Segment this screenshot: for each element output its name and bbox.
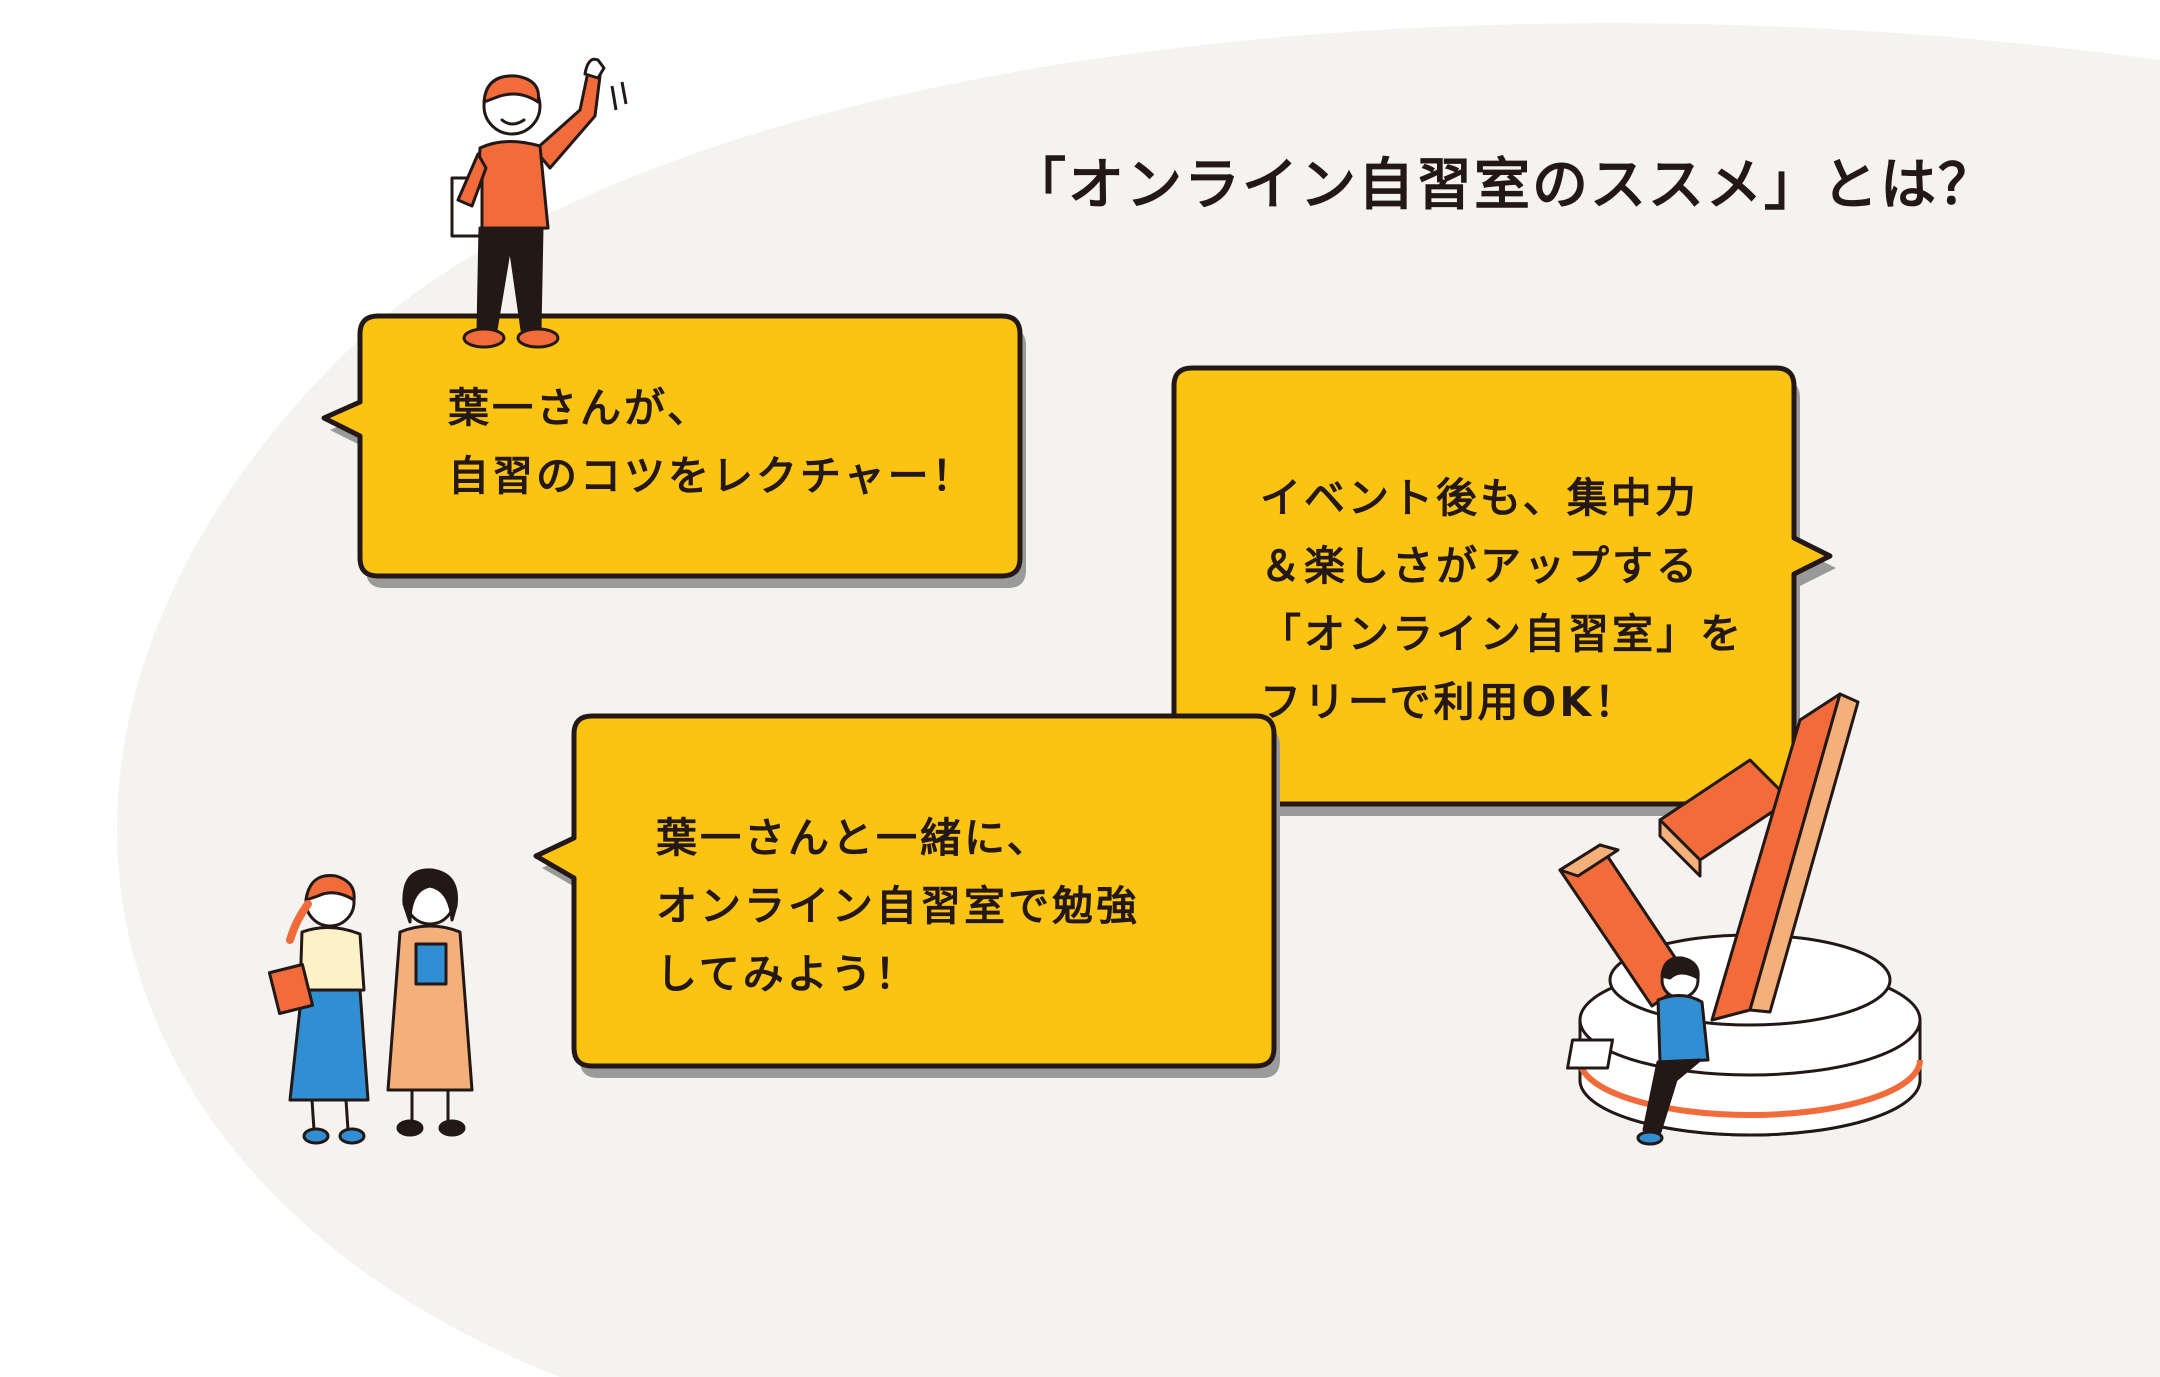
bubble-after-event-line2: ＆楽しさがアップする <box>1260 542 1700 590</box>
speech-bubble-lecture: 葉一さんが、 自習のコツをレクチャー！ <box>320 312 1030 588</box>
speech-bubble-shape <box>1171 365 1836 816</box>
speech-bubble-shape <box>321 313 1026 588</box>
two-students-illustration <box>267 868 474 1145</box>
bubble-together-line2: オンライン自習室で勉強 <box>656 882 1140 930</box>
speech-bubble-after-event: イベント後も、集中力 ＆楽しさがアップする 「オンライン自習室」を フリーで利用… <box>1160 364 1840 824</box>
checkmark-sculpture-illustration <box>1558 692 1923 1146</box>
bubble-after-event-line3: 「オンライン自習室」を <box>1260 610 1744 658</box>
bubble-together-line1: 葉一さんと一緒に、 <box>656 814 1051 862</box>
bubble-lecture-line2: 自習のコツをレクチャー！ <box>448 452 976 500</box>
speech-bubble-shape <box>533 713 1280 1078</box>
bubble-lecture-line1: 葉一さんが、 <box>448 384 712 432</box>
waving-student-illustration <box>450 57 628 349</box>
page-title: 「オンライン自習室のススメ」とは？ <box>1010 153 1996 218</box>
bubble-together-line3: してみよう！ <box>656 950 919 998</box>
bubble-after-event-line4: フリーで利用OK！ <box>1260 678 1639 726</box>
bubble-after-event-line1: イベント後も、集中力 <box>1260 474 1699 522</box>
speech-bubble-together: 葉一さんと一緒に、 オンライン自習室で勉強 してみよう！ <box>530 712 1280 1078</box>
